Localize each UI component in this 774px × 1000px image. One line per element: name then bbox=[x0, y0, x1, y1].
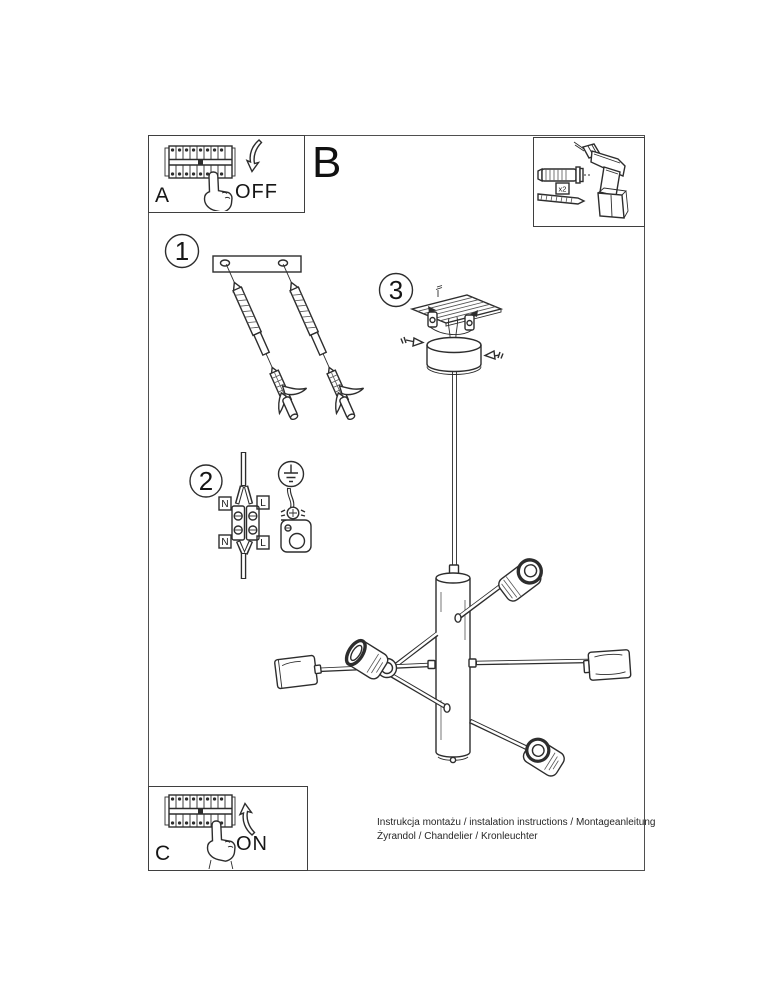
anchor-quantity: x2 bbox=[555, 182, 570, 195]
chandelier-illustration bbox=[274, 372, 632, 777]
label-neutral-top: N bbox=[221, 499, 228, 510]
tools-illustration: x2 bbox=[537, 141, 629, 219]
mounting-hole-right bbox=[277, 259, 289, 267]
power-on-box: ON C bbox=[148, 786, 308, 871]
ground-symbol-icon bbox=[277, 460, 305, 488]
canopy-screw-left bbox=[400, 336, 425, 348]
mounting-bar bbox=[212, 255, 302, 273]
fuse-panel-icon bbox=[164, 794, 236, 828]
fuse-panel-on-illustration bbox=[164, 794, 256, 869]
section-b-label: B bbox=[312, 138, 342, 187]
label-live-top: L bbox=[260, 498, 266, 509]
pointing-hand-icon bbox=[203, 171, 233, 211]
section-c-label: C bbox=[155, 842, 171, 865]
fuse-panel-icon bbox=[164, 145, 236, 179]
screw-icon bbox=[537, 193, 586, 205]
drill-icon bbox=[573, 141, 629, 219]
footer-line1: Instrukcja montażu / instalation instruc… bbox=[377, 817, 656, 828]
terminal-block bbox=[231, 505, 260, 541]
off-label: OFF bbox=[235, 181, 278, 203]
screw-anchor-right bbox=[282, 263, 365, 421]
footer-text: Instrukcja montażu / instalation instruc… bbox=[377, 816, 656, 844]
ceiling-plate bbox=[409, 285, 504, 327]
footer-line2: Żyrandol / Chandelier / Kronleuchter bbox=[377, 831, 538, 842]
step1-circle bbox=[164, 233, 200, 269]
step1-illustration: 1 bbox=[164, 233, 365, 421]
step3-illustration: 3 bbox=[378, 272, 504, 375]
screw-anchor-left bbox=[225, 263, 308, 421]
step1-number: 1 bbox=[175, 236, 189, 266]
socket-bottom-right bbox=[522, 737, 565, 777]
on-label: ON bbox=[236, 833, 268, 855]
socket-top-right bbox=[498, 558, 543, 602]
wire-labels: N L N L bbox=[218, 495, 270, 550]
step3-number: 3 bbox=[389, 275, 403, 305]
canopy bbox=[426, 336, 482, 375]
socket-far-right bbox=[583, 649, 632, 681]
anchor-quantity-label: x2 bbox=[559, 185, 567, 194]
socket-far-left bbox=[274, 654, 322, 690]
supply-wires bbox=[234, 452, 254, 579]
step2-illustration: 2 bbox=[189, 452, 312, 579]
step2-circle bbox=[189, 464, 223, 498]
section-a-label: A bbox=[155, 184, 170, 207]
ground-clamp bbox=[280, 506, 312, 553]
wall-plug-icon bbox=[537, 166, 590, 184]
tools-box: x2 bbox=[533, 137, 645, 227]
label-neutral-bottom: N bbox=[221, 537, 228, 548]
pendant-cable bbox=[452, 372, 457, 566]
fuse-panel-off-illustration bbox=[164, 139, 263, 211]
pointing-hand-icon bbox=[206, 820, 236, 869]
arrow-up-icon bbox=[238, 802, 256, 836]
step3-circle bbox=[378, 272, 414, 308]
chandelier-tube bbox=[435, 572, 471, 764]
mounting-hole-left bbox=[219, 259, 231, 267]
mounting-bracket bbox=[427, 311, 475, 342]
arrow-down-icon bbox=[245, 139, 263, 173]
canopy-screw-right bbox=[483, 349, 504, 361]
label-live-bottom: L bbox=[260, 538, 266, 549]
power-off-box: OFF A bbox=[148, 135, 305, 213]
socket-center-left bbox=[344, 638, 389, 680]
step2-number: 2 bbox=[199, 466, 213, 496]
